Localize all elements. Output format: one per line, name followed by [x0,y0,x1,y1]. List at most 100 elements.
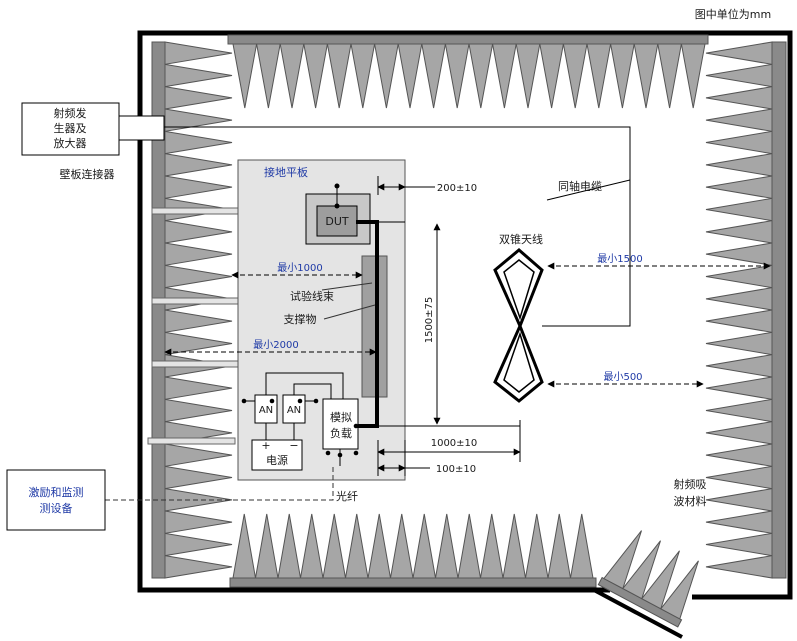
absorber-cone [680,43,706,109]
antenna-label: 双锥天线 [499,232,543,246]
load-line2: 负载 [330,426,352,440]
absorber-cone [705,108,773,132]
absorber-cone [164,443,233,467]
absorber-cone [705,354,773,378]
dut-label: DUT [325,215,349,228]
absorber-bottom-wall [229,513,597,588]
absorber-label-line1: 射频吸 [674,477,707,491]
dim-min2000: 最小2000 [253,339,298,351]
dim-min1000: 最小1000 [277,262,322,274]
absorber-cone [705,331,773,356]
power-minus: − [289,439,298,452]
power-label: 电源 [266,453,288,467]
rf-source-line1: 射频发 [54,106,87,120]
test-harness [356,220,379,428]
absorber-cone [164,153,233,177]
wall-connector-label: 壁板连接器 [60,167,115,181]
absorber-cone [660,560,699,620]
load-line1: 模拟 [330,410,352,424]
absorber-cone [232,43,258,109]
circuit-terminals [241,398,359,458]
absorber-cone [705,242,773,266]
absorber-cone [444,43,470,109]
absorber-cone [322,513,347,579]
absorber-cone [164,510,233,534]
dimension-lines [164,176,771,476]
monitor-line2: 测设备 [40,501,73,515]
absorber-cone [164,264,233,289]
absorber-cone [277,513,302,579]
absorber-cone [421,43,447,109]
absorber-base [229,577,597,588]
absorber-cone [389,513,414,579]
absorber-cone [609,43,635,109]
absorber-cone [350,43,376,109]
absorber-cone [457,513,482,579]
absorber-cone [705,197,773,222]
absorber-cone [622,540,661,600]
dim-100: 100±10 [436,464,476,475]
monitor-box [6,469,106,531]
absorber-cone [344,513,369,579]
absorber-cone [657,43,683,109]
dim-min500: 最小500 [603,371,642,383]
rf-source-line3: 放大器 [54,136,87,150]
absorber-base [771,41,787,579]
unit-note: 图中单位为mm [695,7,771,21]
absorber-cone [164,242,233,266]
absorber-cone [705,421,773,445]
absorber-label-line2: 波材料 [674,494,707,508]
absorber-cone [164,86,233,110]
absorber-cone [705,86,773,110]
absorber-cone [705,309,773,333]
absorber-cone [705,465,773,490]
rf-source-box [21,102,120,156]
absorber-cone [434,513,459,579]
absorber-cone [705,443,773,467]
coax-cable [163,126,631,327]
coax-leader [546,179,631,201]
absorber-base [227,34,709,45]
absorber-cone [562,43,588,109]
support-block [361,255,388,398]
absorber-cone [705,555,773,579]
power-plus: + [261,439,270,452]
absorber-cone [705,510,773,534]
absorber-cone [633,43,659,109]
absorber-cone [164,331,233,356]
absorber-cone [164,63,233,88]
support-label: 支撑物 [284,312,317,326]
absorber-cone [164,175,233,199]
ground-plane-label: 接地平板 [264,165,308,179]
absorber-cone [502,513,527,579]
absorber-cone [705,287,773,311]
absorber-cone [164,376,233,400]
absorber-cone [299,513,324,579]
absorber-cone [164,309,233,333]
wall-connector [118,115,165,141]
dim-1000: 1000±10 [431,438,478,449]
absorber-cone [705,398,773,423]
dim-min1500: 最小1500 [597,253,642,265]
fiber-line [105,466,334,501]
absorber-cone [326,43,352,109]
absorber-cone [491,43,517,109]
absorber-cone [164,220,233,244]
absorber-cone [479,513,504,579]
dim-1500: 1500±75 [424,297,435,344]
absorber-cone [705,532,773,557]
absorber-cone [164,532,233,557]
absorber-cone [524,513,549,579]
absorber-cone [164,555,233,579]
absorber-cone [254,513,279,579]
absorber-cone [397,43,423,109]
absorber-cone [705,41,773,65]
absorber-cone [603,530,642,590]
absorber-cone [705,63,773,88]
an2-label: AN [287,405,301,416]
absorber-door [597,530,699,628]
absorber-cone [705,488,773,512]
absorber-right-wall [705,41,787,579]
absorber-cone [705,153,773,177]
